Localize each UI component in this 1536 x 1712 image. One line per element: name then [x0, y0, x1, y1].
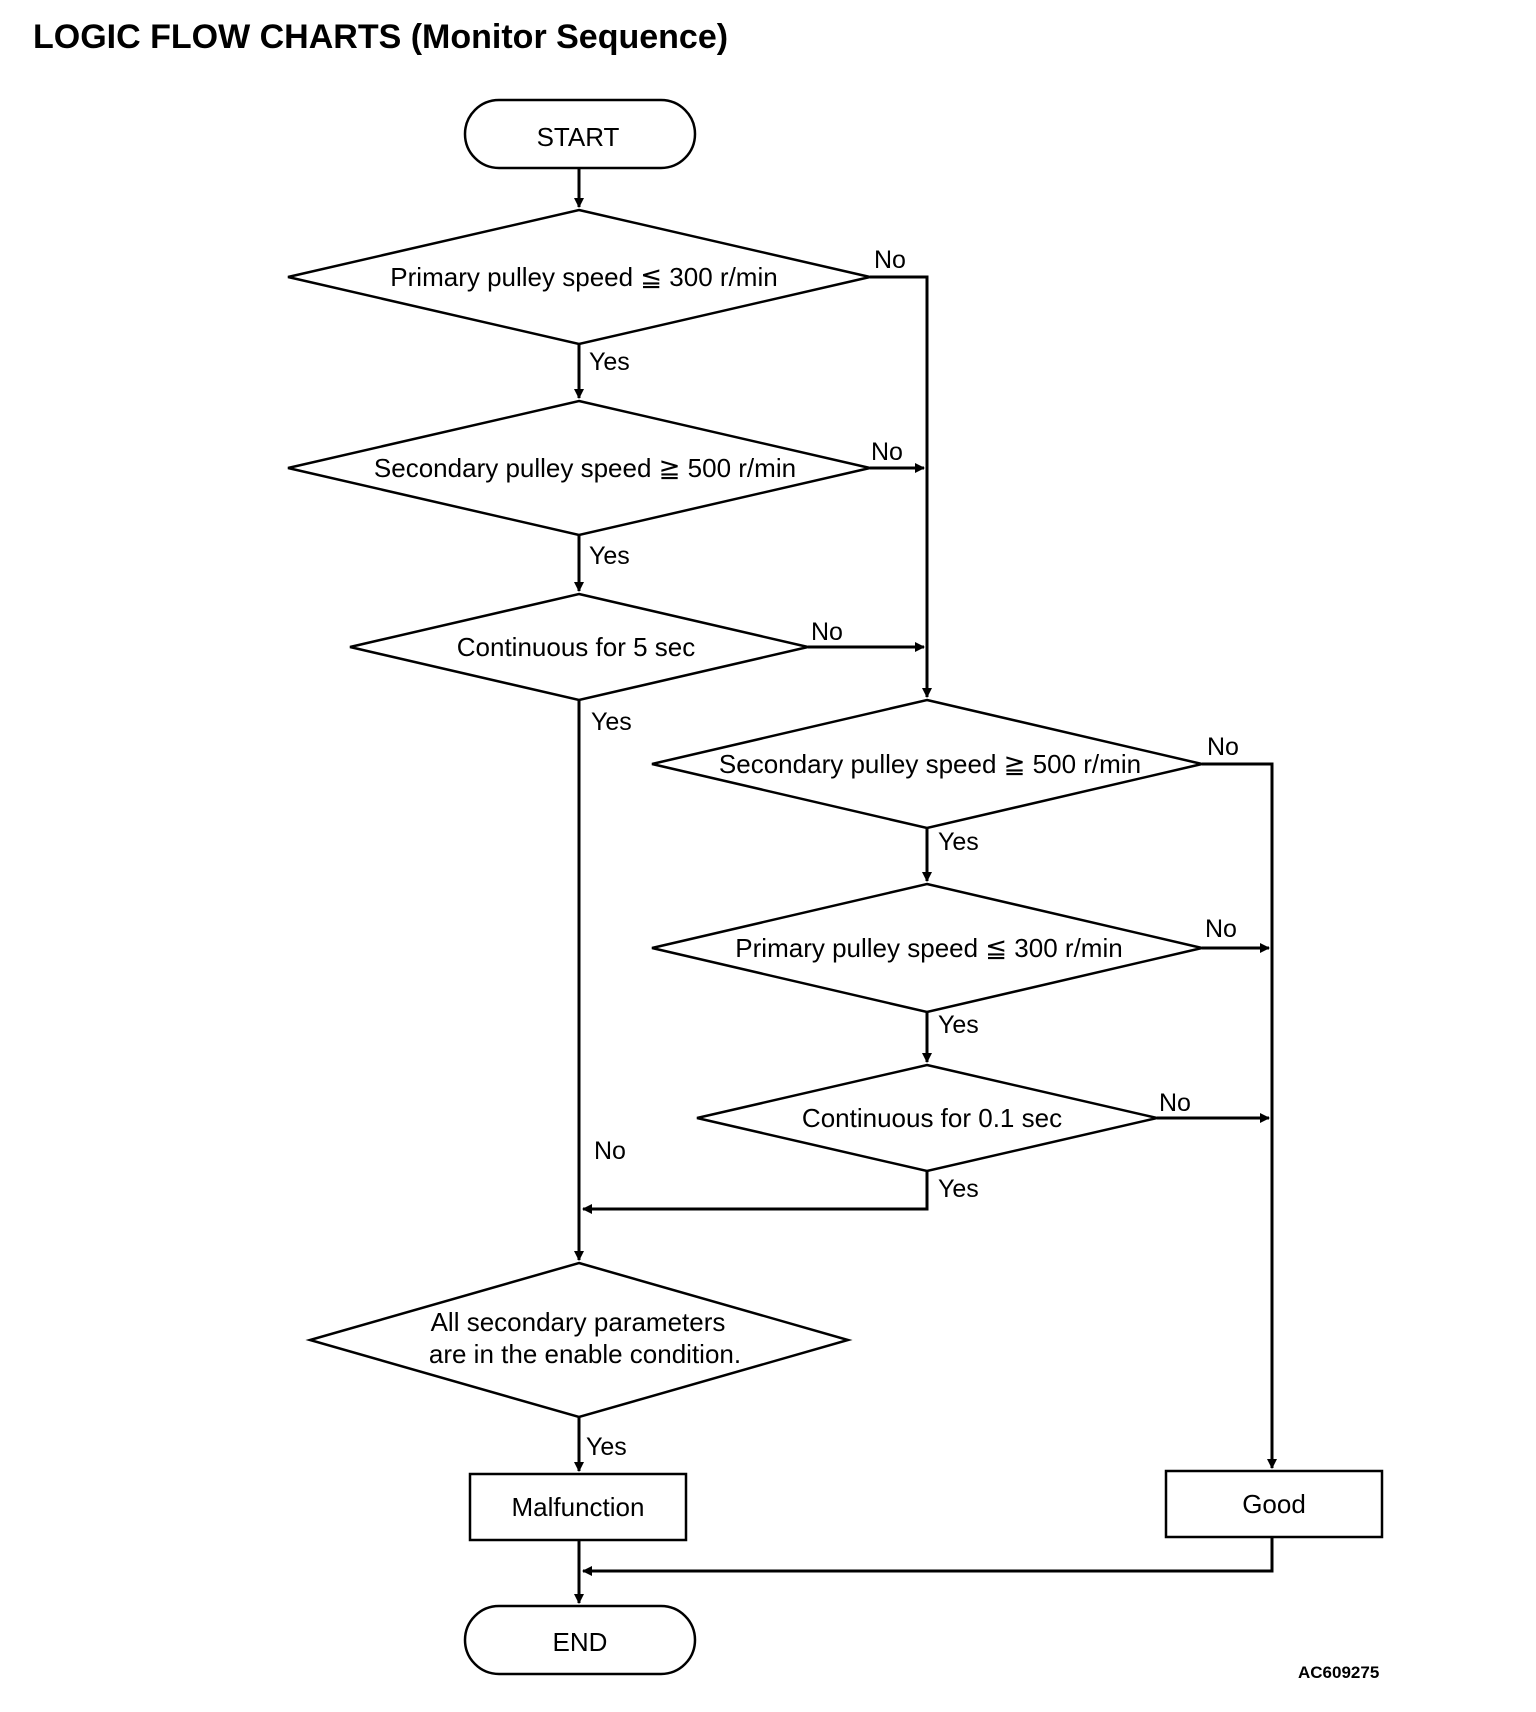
edge-label-d1-yes: Yes [589, 348, 630, 376]
page-title: LOGIC FLOW CHARTS (Monitor Sequence) [33, 18, 729, 56]
edge-label-d4-no: No [1207, 733, 1239, 761]
connector-d6-yes [582, 1171, 929, 1214]
decision-continuous-5sec-label: Continuous for 5 sec [457, 632, 695, 662]
decision-primary-speed-1-label: Primary pulley speed ≦ 300 r/min [390, 262, 777, 292]
edge-label-d4-yes: Yes [938, 828, 979, 856]
edge-label-d2-no: No [871, 438, 903, 466]
edge-label-d1-no: No [874, 246, 906, 274]
decision-secondary-parameters-label-2: are in the enable condition. [429, 1339, 741, 1369]
edge-label-d5-no: No [1205, 915, 1237, 943]
decision-secondary-speed-2-label: Secondary pulley speed ≧ 500 r/min [719, 749, 1141, 779]
malfunction-label: Malfunction [512, 1492, 645, 1522]
start-label: START [537, 122, 620, 152]
edge-label-d3-no-down: No [594, 1137, 626, 1165]
edge-label-d7-yes: Yes [586, 1433, 627, 1461]
good-label: Good [1242, 1489, 1306, 1519]
decision-primary-speed-2-label: Primary pulley speed ≦ 300 r/min [735, 933, 1122, 963]
decision-secondary-parameters-label-1: All secondary parameters [431, 1307, 726, 1337]
connector-d4-no [1202, 762, 1277, 1469]
connector-d1-no [870, 275, 932, 698]
figure-reference-code: AC609275 [1298, 1663, 1380, 1682]
decision-secondary-speed-1-label: Secondary pulley speed ≧ 500 r/min [374, 453, 796, 483]
end-label: END [553, 1627, 608, 1657]
edge-label-d2-yes: Yes [589, 542, 630, 570]
connector-good-end [582, 1537, 1274, 1576]
edge-label-d5-yes: Yes [938, 1011, 979, 1039]
edge-label-d6-no: No [1159, 1089, 1191, 1117]
edge-label-d6-yes: Yes [938, 1175, 979, 1203]
edge-label-d3-yes: Yes [591, 708, 632, 736]
decision-continuous-01sec-label: Continuous for 0.1 sec [802, 1103, 1062, 1133]
edge-label-d3-no: No [811, 618, 843, 646]
end-terminal [463, 1604, 697, 1676]
good-box [1164, 1469, 1384, 1539]
